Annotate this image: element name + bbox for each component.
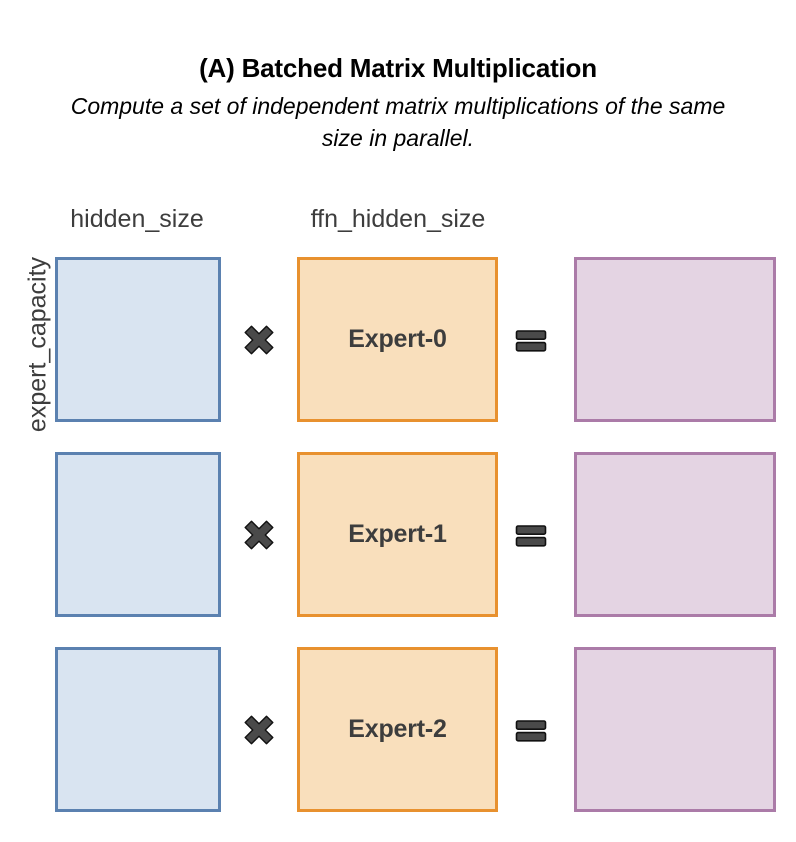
multiply-icon	[242, 323, 276, 357]
output-matrix-box	[574, 452, 776, 617]
column-label-hidden-size: hidden_size	[70, 205, 204, 233]
column-label-ffn-hidden-size: ffn_hidden_size	[310, 205, 486, 233]
multiply-icon	[242, 713, 276, 747]
equals-icon	[514, 518, 548, 552]
equals-icon	[514, 713, 548, 747]
output-matrix-box	[574, 257, 776, 422]
expert-label: Expert-2	[348, 715, 447, 743]
expert-weight-box: Expert-1	[297, 452, 498, 617]
equals-icon	[514, 323, 548, 357]
figure-subtitle: Compute a set of independent matrix mult…	[70, 93, 726, 151]
input-matrix-box	[55, 257, 221, 422]
output-matrix-box	[574, 647, 776, 812]
expert-weight-box: Expert-0	[297, 257, 498, 422]
expert-label: Expert-0	[348, 325, 447, 353]
matrix-row: Expert-2	[0, 647, 796, 812]
expert-label: Expert-1	[348, 520, 447, 548]
multiply-icon	[242, 518, 276, 552]
matrix-row: Expert-0	[0, 257, 796, 422]
matrix-row: Expert-1	[0, 452, 796, 617]
input-matrix-box	[55, 647, 221, 812]
figure-header: (A) Batched Matrix Multiplication Comput…	[0, 52, 796, 154]
page-title: (A) Batched Matrix Multiplication	[199, 53, 597, 83]
expert-weight-box: Expert-2	[297, 647, 498, 812]
input-matrix-box	[55, 452, 221, 617]
